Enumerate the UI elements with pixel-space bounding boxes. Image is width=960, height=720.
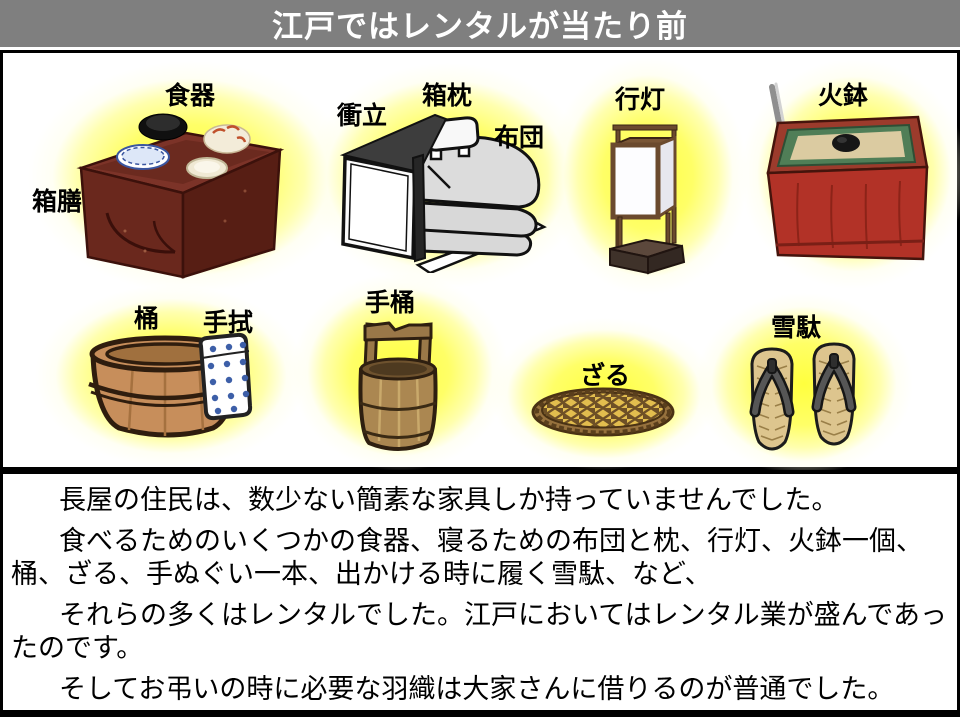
slide-title: 江戸ではレンタルが当たり前 <box>0 0 960 47</box>
items-panel: 食器 箱膳 衝立 箱枕 布団 行灯 火鉢 桶 手拭 手桶 ざる 雪駄 <box>0 50 960 475</box>
label-shokki: 食器 <box>165 82 216 110</box>
teoke-image <box>351 311 446 459</box>
label-zaru: ざる <box>580 362 631 390</box>
text-panel: 長屋の住民は、数少ない簡素な家具しか持っていませんでした。 食べるためのいくつか… <box>0 470 960 717</box>
label-oke: 桶 <box>134 305 160 333</box>
futon-set-image <box>335 108 547 275</box>
label-hakomakura: 箱枕 <box>422 82 473 110</box>
label-tenugui: 手拭 <box>203 309 254 337</box>
label-andon: 行灯 <box>615 86 666 114</box>
hakozen-photo <box>75 111 290 279</box>
hibachi-photo <box>766 81 931 266</box>
body-paragraph-1: 長屋の住民は、数少ない簡素な家具しか持っていませんでした。 <box>59 485 839 515</box>
zaru-image <box>531 386 676 438</box>
label-futon: 布団 <box>494 124 545 152</box>
label-hibachi: 火鉢 <box>818 82 869 110</box>
body-paragraph-2: 食べるためのいくつかの食器、寝るための布団と枕、行灯、火鉢一個、桶、ざる、手ぬぐ… <box>11 526 923 589</box>
label-hakozen: 箱膳 <box>32 188 83 216</box>
oke-tenugui-image <box>85 328 255 448</box>
body-paragraph-3: それらの多くはレンタルでした。江戸においてはレンタル業が盛んであったのです。 <box>11 600 948 663</box>
label-teoke: 手桶 <box>365 289 416 317</box>
andon-image <box>606 121 686 277</box>
label-setta: 雪駄 <box>771 314 822 342</box>
body-paragraph-4: そしてお弔いの時に必要な羽織は大家さんに借りるのが普通でした。 <box>59 674 895 704</box>
label-tsuitate: 衝立 <box>337 102 388 130</box>
item-glow <box>695 293 913 475</box>
setta-image <box>748 341 860 451</box>
